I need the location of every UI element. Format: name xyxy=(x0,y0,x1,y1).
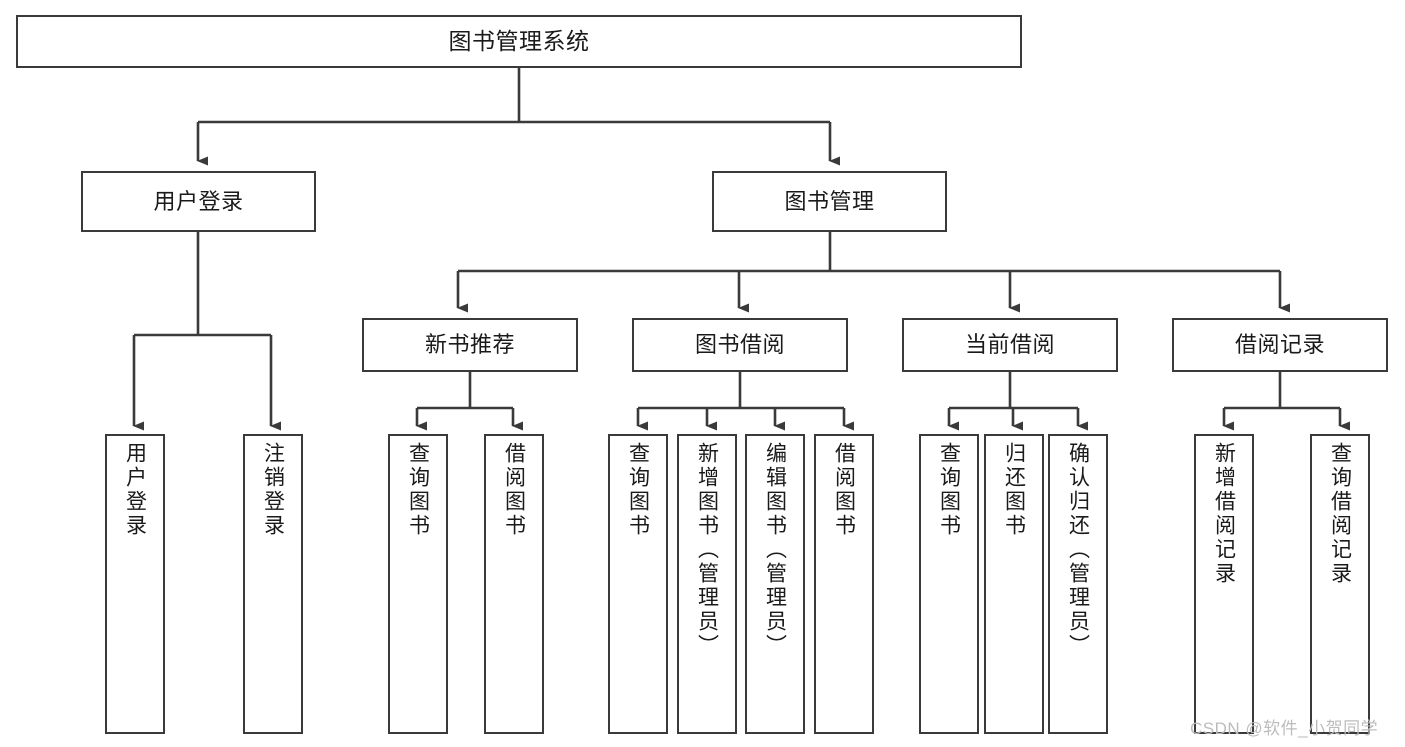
node-book-management[interactable]: 图书管理 xyxy=(712,171,947,232)
leaf-borrow-book-1[interactable]: 借阅图书 xyxy=(484,434,544,734)
leaf-borrow-book-2[interactable]: 借阅图书 xyxy=(814,434,874,734)
node-current-borrow[interactable]: 当前借阅 xyxy=(902,318,1118,372)
node-borrow-record[interactable]: 借阅记录 xyxy=(1172,318,1388,372)
node-label: 编辑图书（管理员） xyxy=(763,442,787,658)
node-label: 图书借阅 xyxy=(694,332,785,358)
node-label: 图书管理 xyxy=(784,188,875,214)
leaf-add-book[interactable]: 新增图书（管理员） xyxy=(677,434,737,734)
leaf-user-login[interactable]: 用户登录 xyxy=(105,434,165,734)
node-label: 查询图书 xyxy=(937,442,961,538)
node-label: 用户登录 xyxy=(123,442,147,538)
leaf-return-book[interactable]: 归还图书 xyxy=(984,434,1044,734)
leaf-query-book-2[interactable]: 查询图书 xyxy=(608,434,668,734)
node-label: 归还图书 xyxy=(1002,442,1026,538)
leaf-edit-book[interactable]: 编辑图书（管理员） xyxy=(745,434,805,734)
leaf-query-book-3[interactable]: 查询图书 xyxy=(919,434,979,734)
node-label: 注销登录 xyxy=(261,442,285,538)
leaf-query-book-1[interactable]: 查询图书 xyxy=(388,434,448,734)
node-label: 新增借阅记录 xyxy=(1212,442,1236,586)
node-label: 用户登录 xyxy=(153,188,244,214)
leaf-confirm-return[interactable]: 确认归还（管理员） xyxy=(1048,434,1108,734)
leaf-add-borrow-record[interactable]: 新增借阅记录 xyxy=(1194,434,1254,734)
node-user-login[interactable]: 用户登录 xyxy=(81,171,316,232)
watermark-csdn: CSDN @软件_小贺同学 xyxy=(1190,719,1379,738)
leaf-query-borrow-record[interactable]: 查询借阅记录 xyxy=(1310,434,1370,734)
node-label: 新增图书（管理员） xyxy=(695,442,719,658)
node-root-book-management-system[interactable]: 图书管理系统 xyxy=(16,15,1022,68)
node-label: 新书推荐 xyxy=(424,332,515,358)
node-label: 查询图书 xyxy=(626,442,650,538)
node-label: 借阅记录 xyxy=(1234,332,1325,358)
node-label: 当前借阅 xyxy=(964,332,1055,358)
node-label: 借阅图书 xyxy=(832,442,856,538)
node-label: 查询图书 xyxy=(406,442,430,538)
node-book-borrow[interactable]: 图书借阅 xyxy=(632,318,848,372)
node-label: 借阅图书 xyxy=(502,442,526,538)
node-label: 确认归还（管理员） xyxy=(1066,442,1090,658)
node-label: 查询借阅记录 xyxy=(1328,442,1352,586)
leaf-logout-login[interactable]: 注销登录 xyxy=(243,434,303,734)
node-new-book-recommend[interactable]: 新书推荐 xyxy=(362,318,578,372)
node-label: 图书管理系统 xyxy=(448,27,590,54)
